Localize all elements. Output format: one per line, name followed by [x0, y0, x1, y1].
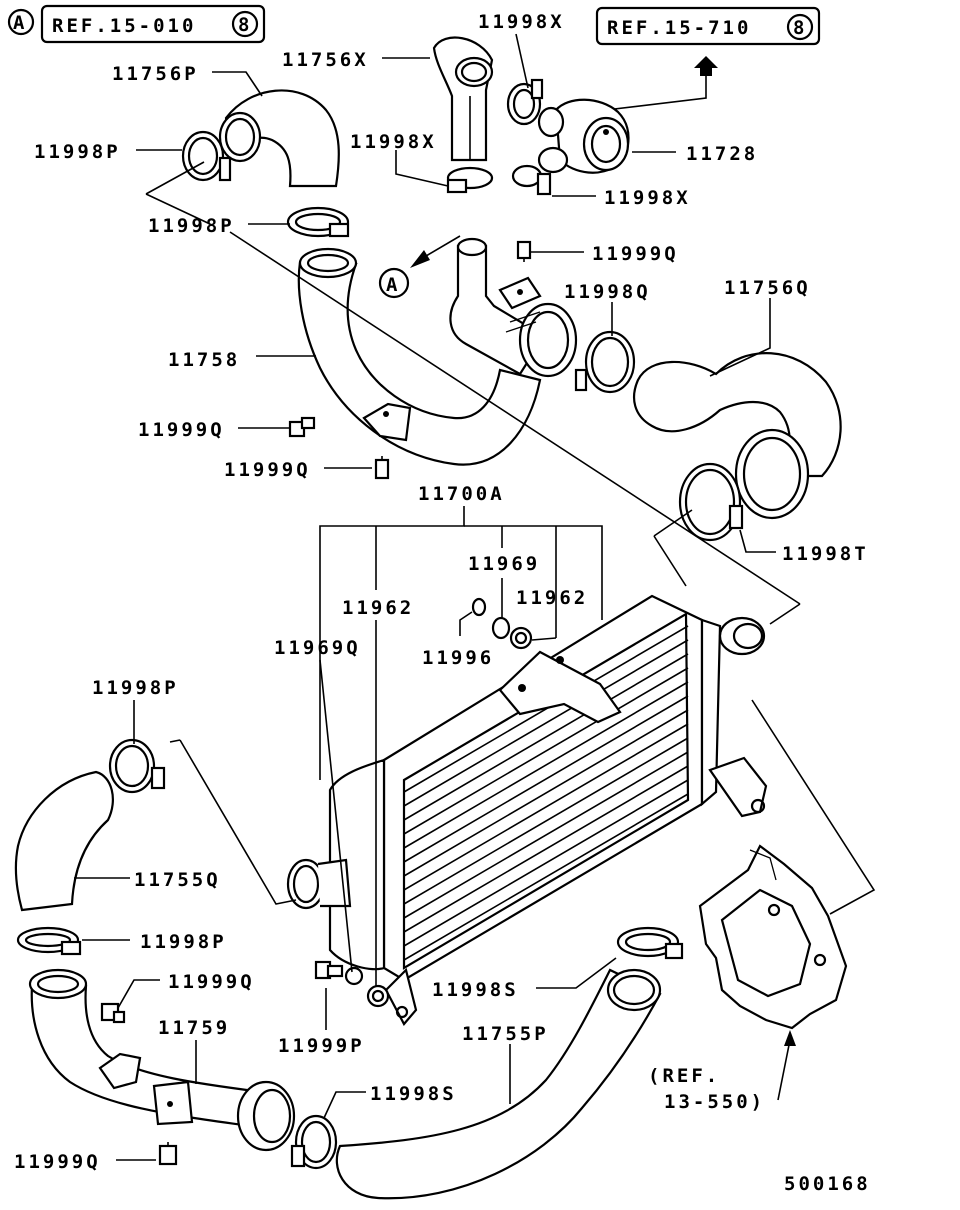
clamp-11998p-d	[16, 926, 82, 956]
clamp-11998x-right	[511, 164, 552, 196]
part-labels: 11756P 11756X 11998X 11998P 11998X 11728…	[14, 11, 871, 1195]
label-11756q: 11756Q	[724, 277, 811, 299]
clamp-11998p-c	[108, 738, 166, 794]
bolt-11999q-c	[374, 456, 390, 480]
label-11999q-a: 11999Q	[592, 243, 679, 265]
bolt-11999q-a	[516, 240, 532, 262]
label-11998p-d: 11998P	[140, 931, 227, 953]
label-11962-b: 11962	[516, 587, 588, 609]
arrow-a-marker: A	[378, 235, 461, 299]
label-11759: 11759	[158, 1017, 230, 1039]
label-11756p: 11756P	[112, 63, 199, 85]
clamp-11998s-a	[616, 926, 684, 960]
figure-number: 500168	[784, 1173, 871, 1195]
clamp-11998s-b	[290, 1114, 338, 1170]
grommet-11969q	[344, 966, 364, 986]
ref-15-710-arrow-icon	[605, 56, 718, 111]
label-11758: 11758	[168, 349, 240, 371]
label-11998x-right: 11998X	[604, 187, 691, 209]
label-11999q-b: 11999Q	[138, 419, 225, 441]
hose-11756p	[218, 89, 340, 188]
label-11999p: 11999P	[278, 1035, 365, 1057]
svg-text:REF.15-710: REF.15-710	[607, 17, 751, 39]
pipe-11756x	[432, 36, 494, 162]
grommet-11962-b	[509, 626, 533, 650]
label-11998x-mid: 11998X	[350, 131, 437, 153]
label-11998p-b: 11998P	[148, 215, 235, 237]
clamp-11998x-top	[506, 78, 544, 126]
hose-11755q	[14, 770, 114, 912]
svg-text:REF.15-010: REF.15-010	[52, 15, 196, 37]
label-11999q-c: 11999Q	[224, 459, 311, 481]
pipe-11759	[28, 968, 296, 1152]
intercooler-11700a	[286, 594, 768, 1026]
label-11998q: 11998Q	[564, 281, 651, 303]
clamp-11998t	[678, 462, 744, 542]
hose-11756q	[633, 352, 842, 520]
svg-text:8: 8	[793, 17, 807, 39]
bolt-11999q-d	[100, 1002, 126, 1024]
ref-15-010-box: REF.15-010 8	[40, 4, 266, 44]
clamp-11998q	[574, 330, 636, 394]
ref-a-marker: A	[7, 8, 35, 36]
label-11756x: 11756X	[282, 49, 369, 71]
label-11755p: 11755P	[462, 1023, 549, 1045]
label-11998t: 11998T	[782, 543, 869, 565]
svg-text:8: 8	[238, 14, 252, 36]
label-11998s-b: 11998S	[370, 1083, 457, 1105]
label-11998p-a: 11998P	[34, 141, 121, 163]
grommet-11962-a	[366, 984, 390, 1008]
label-ref-13-550-line1: (REF.	[648, 1065, 720, 1087]
bolt-11999p	[314, 960, 344, 980]
label-11969q: 11969Q	[274, 637, 361, 659]
label-11998x-top: 11998X	[478, 11, 565, 33]
label-11728: 11728	[686, 143, 758, 165]
grommet-11969	[491, 616, 511, 640]
label-11999q-d: 11999Q	[168, 971, 255, 993]
label-ref-13-550-line2: 13-550)	[664, 1091, 765, 1113]
bolt-11999q-e	[158, 1142, 178, 1166]
clamp-11998x-mid	[446, 166, 494, 194]
turbocharger-housing	[698, 844, 848, 1030]
bolt-11999q-b	[288, 416, 316, 438]
label-11998s-a: 11998S	[432, 979, 519, 1001]
valve-11728	[537, 98, 630, 174]
label-11755q: 11755Q	[134, 869, 221, 891]
pipe-11758	[297, 247, 542, 466]
ref-15-710-box: REF.15-710 8	[595, 6, 821, 46]
label-11998p-c: 11998P	[92, 677, 179, 699]
pipe-valve-connector	[449, 237, 578, 378]
clamp-11998p-b	[286, 206, 350, 238]
label-11962-a: 11962	[342, 597, 414, 619]
label-11996: 11996	[422, 647, 494, 669]
nut-11996	[471, 597, 487, 617]
svg-text:A: A	[386, 274, 400, 296]
label-11999q-e: 11999Q	[14, 1151, 101, 1173]
intercooler-core-fins	[403, 625, 689, 961]
label-11700a: 11700A	[418, 483, 505, 505]
label-11969: 11969	[468, 553, 540, 575]
leader-lines	[74, 33, 876, 1161]
hose-11755p	[335, 968, 662, 1200]
svg-text:A: A	[13, 12, 27, 34]
